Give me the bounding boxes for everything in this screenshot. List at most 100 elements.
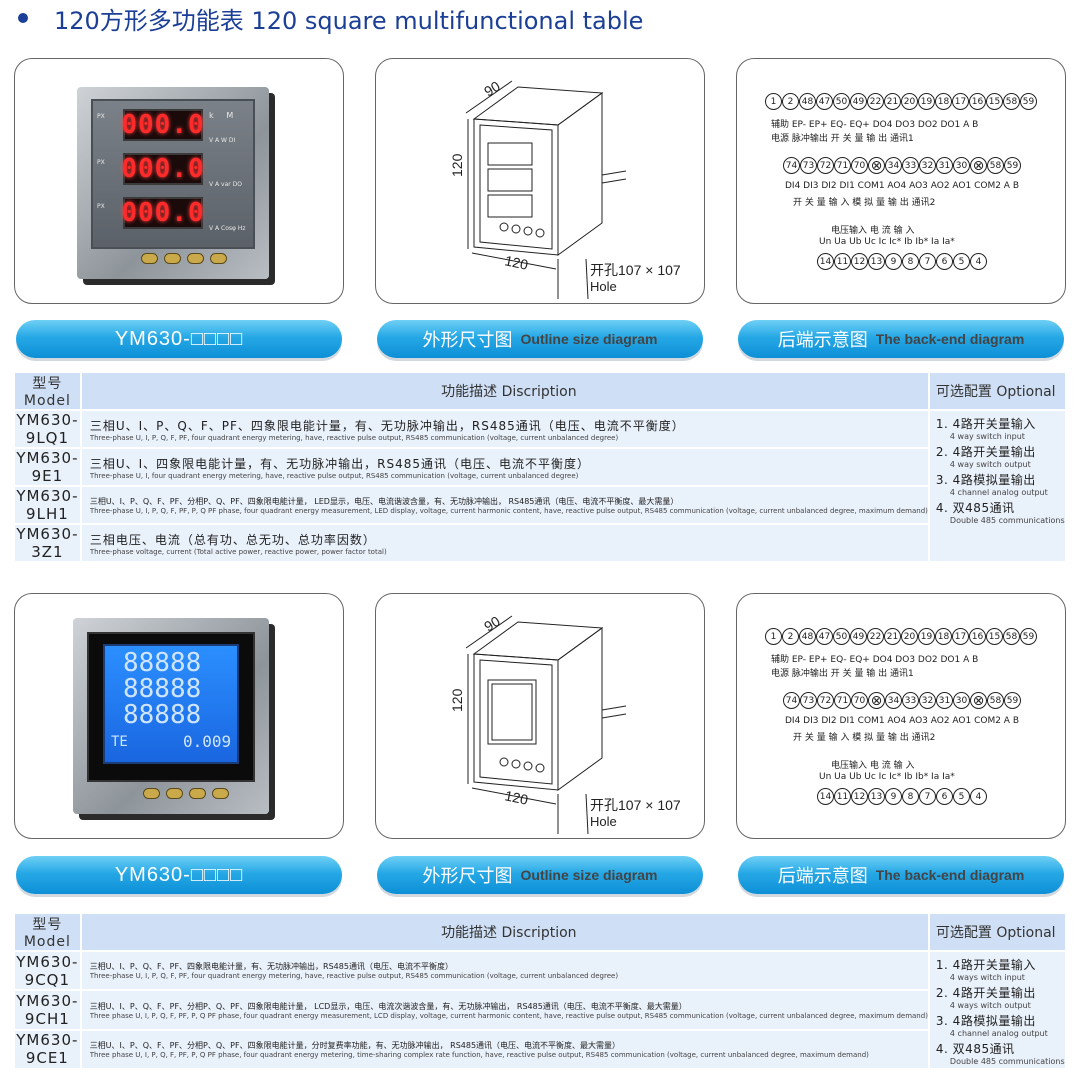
dim-height: 120	[449, 688, 465, 712]
lcd-row-1: 88888	[123, 648, 202, 678]
terminal: 32	[919, 157, 936, 174]
terminal-row-1-labels: 辅助 EP- EP+ EQ- EQ+ DO4 DO3 DO2 DO1 A B	[771, 655, 979, 665]
meter-digit-row-2: 000.0	[121, 154, 205, 184]
backend-diagram-2: 1 2 48 47 50 49 22 21 20 19 18 17 16 15 …	[737, 594, 1065, 838]
option-en: Double 485 communications	[949, 1057, 1065, 1066]
option-en: 4 way switch output	[949, 460, 1031, 469]
backend-panel-1: 1 2 48 47 50 49 22 21 20 19 18 17 16 15 …	[736, 58, 1066, 304]
outline-label-pill-1: 外形尺寸图 Outline size diagram	[377, 320, 703, 358]
lcd-te: TE	[111, 734, 128, 750]
terminal: 71	[834, 692, 851, 709]
meter-photo-panel-1: PX PX PX 000.0 000.0 000.0 k M V A W DI …	[14, 58, 344, 304]
terminal: 58	[987, 692, 1004, 709]
desc-en: Three-phase U, I, four quadrant energy m…	[89, 471, 579, 480]
terminal: 4	[970, 253, 987, 270]
terminal-row-2-labels: DI4 DI3 DI2 DI1 COM1 AO4 AO3 AO2 AO1 COM…	[785, 181, 1019, 191]
terminal: 72	[817, 157, 834, 174]
lcd-meter-image: 88888 88888 88888 TE 0.009	[73, 618, 269, 814]
option-en: 4 ways witch input	[949, 973, 1025, 982]
outline-panel-1: 90 120 120 开孔107 × 107 Hole	[375, 58, 705, 304]
desc-cn: 三相U、I、四象限电能计量，有、无功脉冲输出，RS485通讯（电压、电流不平衡度…	[89, 456, 591, 471]
meter-photo-panel-2: 88888 88888 88888 TE 0.009	[14, 593, 344, 839]
dim-depth: 90	[481, 78, 503, 100]
desc-cn: 三相U、I、P、Q、F、PF、四象限电能计量，有、无功脉冲输出，RS485通讯（…	[89, 962, 453, 972]
desc-en: Three-phase U, I, P, Q, F, PF, four quad…	[89, 972, 619, 981]
dim-height: 120	[449, 153, 465, 177]
model-cell: YM630-9CE1	[15, 1028, 81, 1068]
option-cn: 2. 4路开关量输出	[935, 986, 1036, 1000]
dim-depth: 90	[481, 613, 503, 635]
terminal: 9	[885, 788, 902, 805]
terminal: 16	[969, 93, 986, 110]
terminal: 73	[800, 157, 817, 174]
backend-label-pill-1: 后端示意图 The back-end diagram	[738, 320, 1064, 358]
header-model: 型号 Model	[15, 373, 81, 410]
terminal-row-1: 1 2 48 47 50 49 22 21 20 19 18 17 16 15 …	[765, 93, 1037, 110]
outline-drawing: 90 120 120 开孔107 × 107 Hole	[449, 613, 681, 835]
terminal: 6	[936, 788, 953, 805]
terminal: 71	[834, 157, 851, 174]
terminal: 14	[817, 253, 834, 270]
option-en: 4 ways witch output	[949, 1001, 1031, 1010]
option-cn: 3. 4路模拟量输出	[935, 473, 1036, 487]
terminal-row-3-labels: Un Ua Ub Uc Ic Ic* Ib Ib* Ia Ia*	[819, 772, 955, 782]
option-en: 4 way switch input	[949, 432, 1025, 441]
options-cell: 1. 4路开关量输入 4 way switch input 2. 4路开关量输出…	[928, 409, 1065, 561]
terminal: 1	[765, 628, 782, 645]
terminal: 34	[885, 692, 902, 709]
led-meter-image: PX PX PX 000.0 000.0 000.0 k M V A W DI …	[77, 87, 269, 279]
terminal: 58	[1003, 628, 1020, 645]
page-title: 120方形多功能表 120 square multifunctional tab…	[54, 6, 644, 35]
dim-hole-en: Hole	[590, 814, 617, 829]
terminal-row-3: 14 11 12 13 9 8 7 6 5 4	[817, 253, 987, 270]
lcd-row-4: 0.009	[183, 732, 232, 751]
terminal: 15	[986, 628, 1003, 645]
model-cell: YM630-9E1	[15, 447, 81, 486]
desc-cn: 三相U、I、P、Q、F、PF、分相P、Q、PF、四象限电能计量， LCD显示，电…	[89, 1001, 687, 1011]
terminal: 48	[799, 93, 816, 110]
terminal: 73	[800, 692, 817, 709]
terminal: 2	[782, 628, 799, 645]
lcd-row-2: 88888	[123, 674, 202, 704]
terminal: 20	[901, 628, 918, 645]
header-opt: 可选配置 Optional	[928, 914, 1065, 951]
model-label-pill-2: YM630-□□□□	[16, 856, 342, 894]
terminal: 22	[867, 93, 884, 110]
header-opt: 可选配置 Optional	[928, 373, 1065, 410]
outline-label-pill-2: 外形尺寸图 Outline size diagram	[377, 856, 703, 894]
option-en: 4 channel analog output	[949, 1029, 1048, 1038]
terminal: 13	[868, 788, 885, 805]
terminal-blank: ⊗	[868, 157, 885, 174]
terminal: 30	[953, 692, 970, 709]
option-cn: 2. 4路开关量输出	[935, 445, 1036, 459]
terminal: 7	[919, 253, 936, 270]
meter-buttons	[143, 788, 229, 799]
terminal: 50	[833, 628, 850, 645]
terminal: 70	[851, 157, 868, 174]
terminal-row-3-heading: 电压输入 电 流 输 入	[831, 226, 915, 236]
terminal: 59	[1004, 692, 1021, 709]
desc-en: Three-phase voltage, current (Total acti…	[89, 547, 387, 556]
terminal: 19	[918, 93, 935, 110]
desc-cn: 三相U、I、P、Q、F、PF、四象限电能计量，有、无功脉冲输出，RS485通讯（…	[89, 418, 685, 433]
desc-cn: 三相电压、电流（总有功、总无功、总功率因数）	[89, 532, 376, 547]
terminal-row-1: 1 2 48 47 50 49 22 21 20 19 18 17 16 15 …	[765, 628, 1037, 645]
dim-hole: 开孔107 × 107	[590, 797, 681, 813]
terminal: 11	[834, 788, 851, 805]
desc-en: Three phase U, I, P, Q, F, PF, P, Q PF p…	[89, 1050, 869, 1059]
dim-hole-en: Hole	[590, 279, 617, 294]
model-cell: YM630-3Z1	[15, 523, 81, 561]
lcd-row-3: 88888	[123, 700, 202, 730]
desc-cn: 三相U、I、P、Q、F、PF、分相P、Q、PF、四象限电能计量，分时复费率功能，…	[89, 1040, 621, 1050]
terminal: 33	[902, 692, 919, 709]
backend-panel-2: 1 2 48 47 50 49 22 21 20 19 18 17 16 15 …	[736, 593, 1066, 839]
meter-digit-row-3: 000.0	[121, 198, 205, 228]
terminal: 2	[782, 93, 799, 110]
option-cn: 4. 双485通讯	[935, 1042, 1015, 1056]
terminal: 59	[1020, 93, 1037, 110]
terminal: 6	[936, 253, 953, 270]
terminal: 17	[952, 628, 969, 645]
terminal: 59	[1004, 157, 1021, 174]
terminal: 34	[885, 157, 902, 174]
desc-en: Three-phase U, I, P, Q, F, PF, P, Q PF p…	[89, 506, 928, 515]
